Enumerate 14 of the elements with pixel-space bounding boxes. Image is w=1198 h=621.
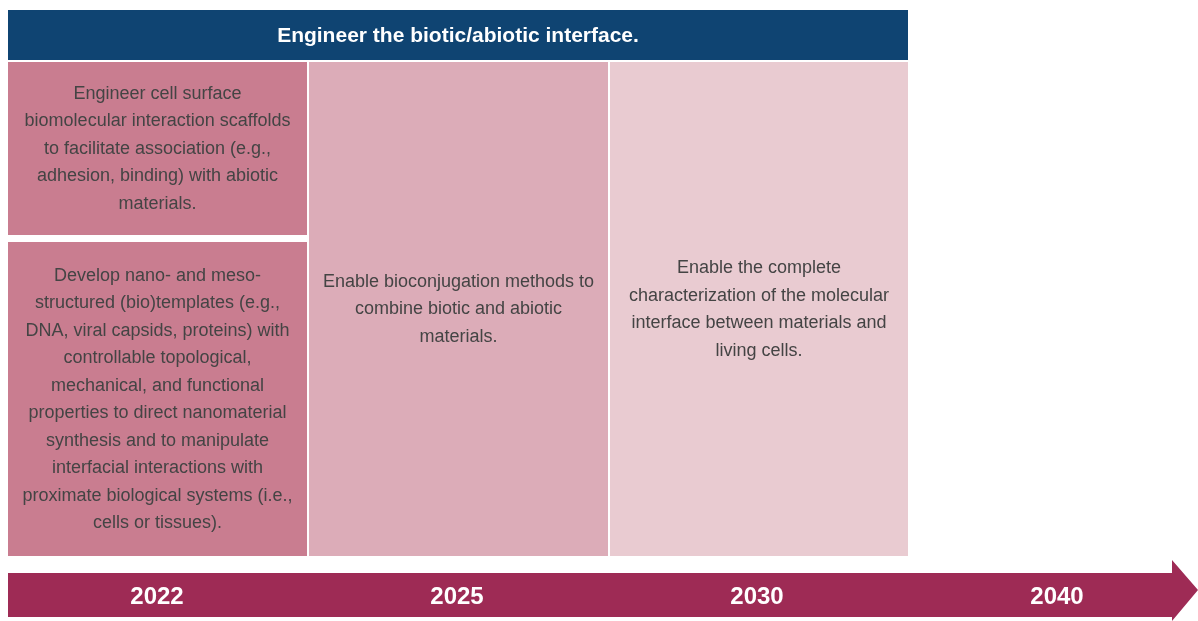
goal-text: Develop nano- and meso-structured (bio)templates (e.g., DNA, viral capsids, proteins) with controllable topological, mechanical, and functional properties to direct nanomaterial synthesis and to manipulate interfacial interactions with proximate biological systems (i.e., cells or tissues). bbox=[21, 263, 294, 534]
goal-text: Enable the complete characterization of the molecular interface between materials and living cells. bbox=[627, 256, 891, 362]
goal-text: Engineer cell surface biomolecular interaction scaffolds to facilitate association (e.g., adhesion, binding) with abiotic materials. bbox=[23, 81, 292, 215]
roadmap-box bbox=[8, 242, 307, 556]
heading-text: Engineer the biotic/abiotic interface. bbox=[277, 22, 639, 49]
year-label: 2030 bbox=[729, 581, 785, 611]
year-label: 2025 bbox=[429, 581, 485, 611]
roadmap-box bbox=[8, 62, 307, 235]
year-label: 2040 bbox=[1029, 581, 1085, 611]
goal-text: Enable bioconjugation methods to combine biotic and abiotic materials. bbox=[321, 269, 596, 348]
heading-band bbox=[8, 10, 908, 60]
year-label: 2022 bbox=[129, 581, 185, 611]
roadmap-box bbox=[309, 62, 608, 556]
roadmap-box bbox=[610, 62, 908, 556]
